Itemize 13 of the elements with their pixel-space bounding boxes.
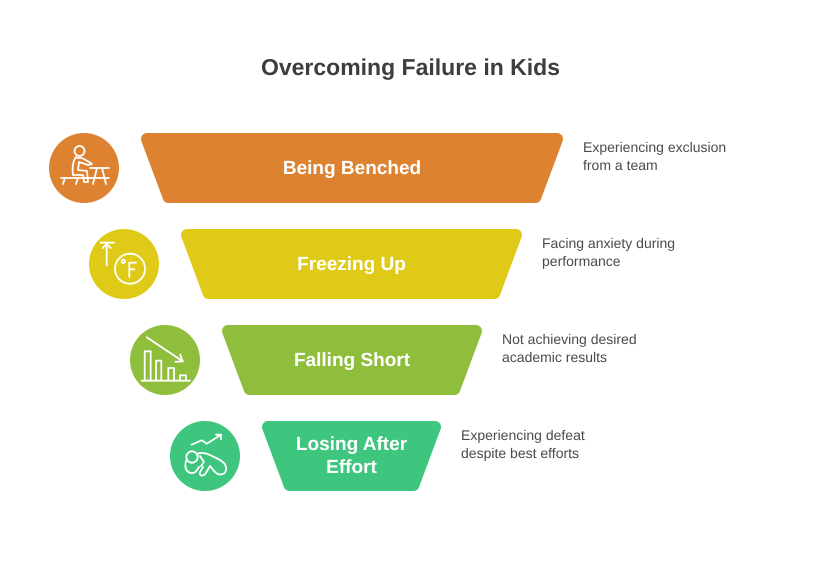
segment-description: Not achieving desired academic results [502,330,638,366]
segment-description: Experiencing exclusion from a team [583,138,728,174]
segment-label: Falling Short [294,348,410,372]
segment-label: Being Benched [282,156,422,180]
segment-label: Losing After Effort [294,433,408,479]
funnel-segment [181,229,522,299]
diagram-title: Overcoming Failure in Kids [260,53,560,82]
funnel-segment [262,421,441,491]
segment-description: Facing anxiety during performance [542,234,676,270]
funnel-segment [222,325,482,395]
funnel-segment [141,133,563,203]
segment-label: Freezing Up [297,252,406,276]
segment-description: Experiencing defeat despite best efforts [461,426,586,462]
